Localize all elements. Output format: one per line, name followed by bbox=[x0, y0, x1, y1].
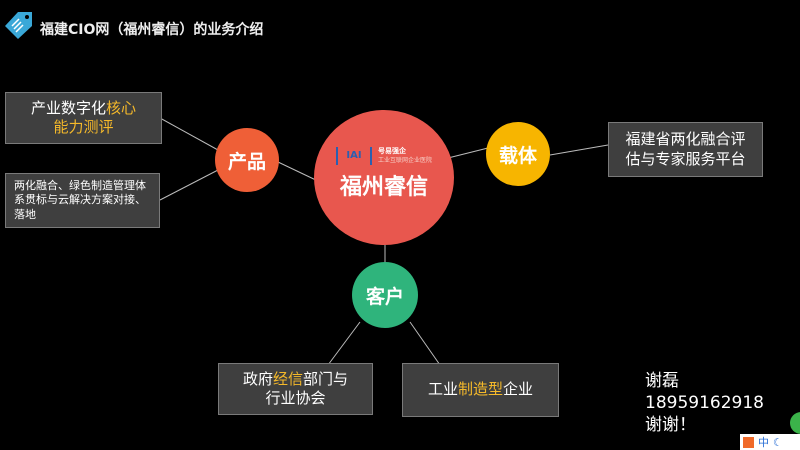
government-box: 政府经信部门与行业协会 bbox=[218, 363, 373, 415]
moon-icon[interactable]: ☾ bbox=[773, 435, 783, 449]
carrier-circle: 载体 bbox=[486, 122, 550, 186]
customer-circle: 客户 bbox=[352, 262, 418, 328]
green-float-button[interactable] bbox=[790, 412, 800, 434]
text: 两化融合、绿色制造管理体系贯标与云解决方案对接、落地 bbox=[14, 179, 146, 221]
platform-box: 福建省两化融合评估与专家服务平台 bbox=[608, 122, 763, 177]
industry-box: 工业制造型企业 bbox=[402, 363, 559, 417]
text: 政府 bbox=[242, 369, 273, 388]
logo-icon: IAI bbox=[335, 146, 372, 165]
logo-line1: 号易强企 bbox=[377, 146, 406, 155]
logo-line2: 工业互联网企业医院 bbox=[377, 157, 432, 165]
highlight-text: 经信 bbox=[272, 369, 303, 388]
contact-name: 谢磊 bbox=[645, 371, 679, 391]
ime-logo-icon bbox=[743, 436, 754, 448]
page-title: 福建CIO网（福州睿信）的业务介绍 bbox=[40, 22, 264, 38]
label: 产品 bbox=[227, 150, 266, 173]
text: 产业数字化 bbox=[30, 98, 106, 117]
label: 客户 bbox=[365, 285, 404, 308]
text: 福建省两化融合评估与专家服务平台 bbox=[625, 130, 746, 168]
twofusion-box: 两化融合、绿色制造管理体系贯标与云解决方案对接、落地 bbox=[5, 173, 160, 228]
contact-info: 谢磊 18959162918 谢谢！ bbox=[645, 370, 764, 436]
tag-icon bbox=[4, 10, 34, 40]
ime-toolbar[interactable]: 中 ☾ bbox=[740, 434, 800, 450]
highlight-text: 制造型 bbox=[457, 380, 503, 399]
text: 企业 bbox=[503, 380, 534, 399]
text: 工业 bbox=[427, 380, 458, 399]
text: 部门与行业协会 bbox=[265, 369, 349, 408]
thanks-text: 谢谢！ bbox=[645, 415, 696, 435]
label: 载体 bbox=[498, 144, 537, 167]
center-circle: IAI 号易强企 工业互联网企业医院 福州睿信 bbox=[314, 110, 454, 245]
product-circle: 产品 bbox=[215, 128, 279, 192]
core-capability-box: 产业数字化核心 能力测评 bbox=[5, 92, 162, 144]
ime-language[interactable]: 中 bbox=[758, 436, 769, 449]
highlight-text: 核心 bbox=[106, 98, 137, 117]
contact-phone: 18959162918 bbox=[645, 393, 764, 413]
center-label: 福州睿信 bbox=[339, 175, 428, 201]
highlight-text: 能力测评 bbox=[53, 118, 114, 136]
